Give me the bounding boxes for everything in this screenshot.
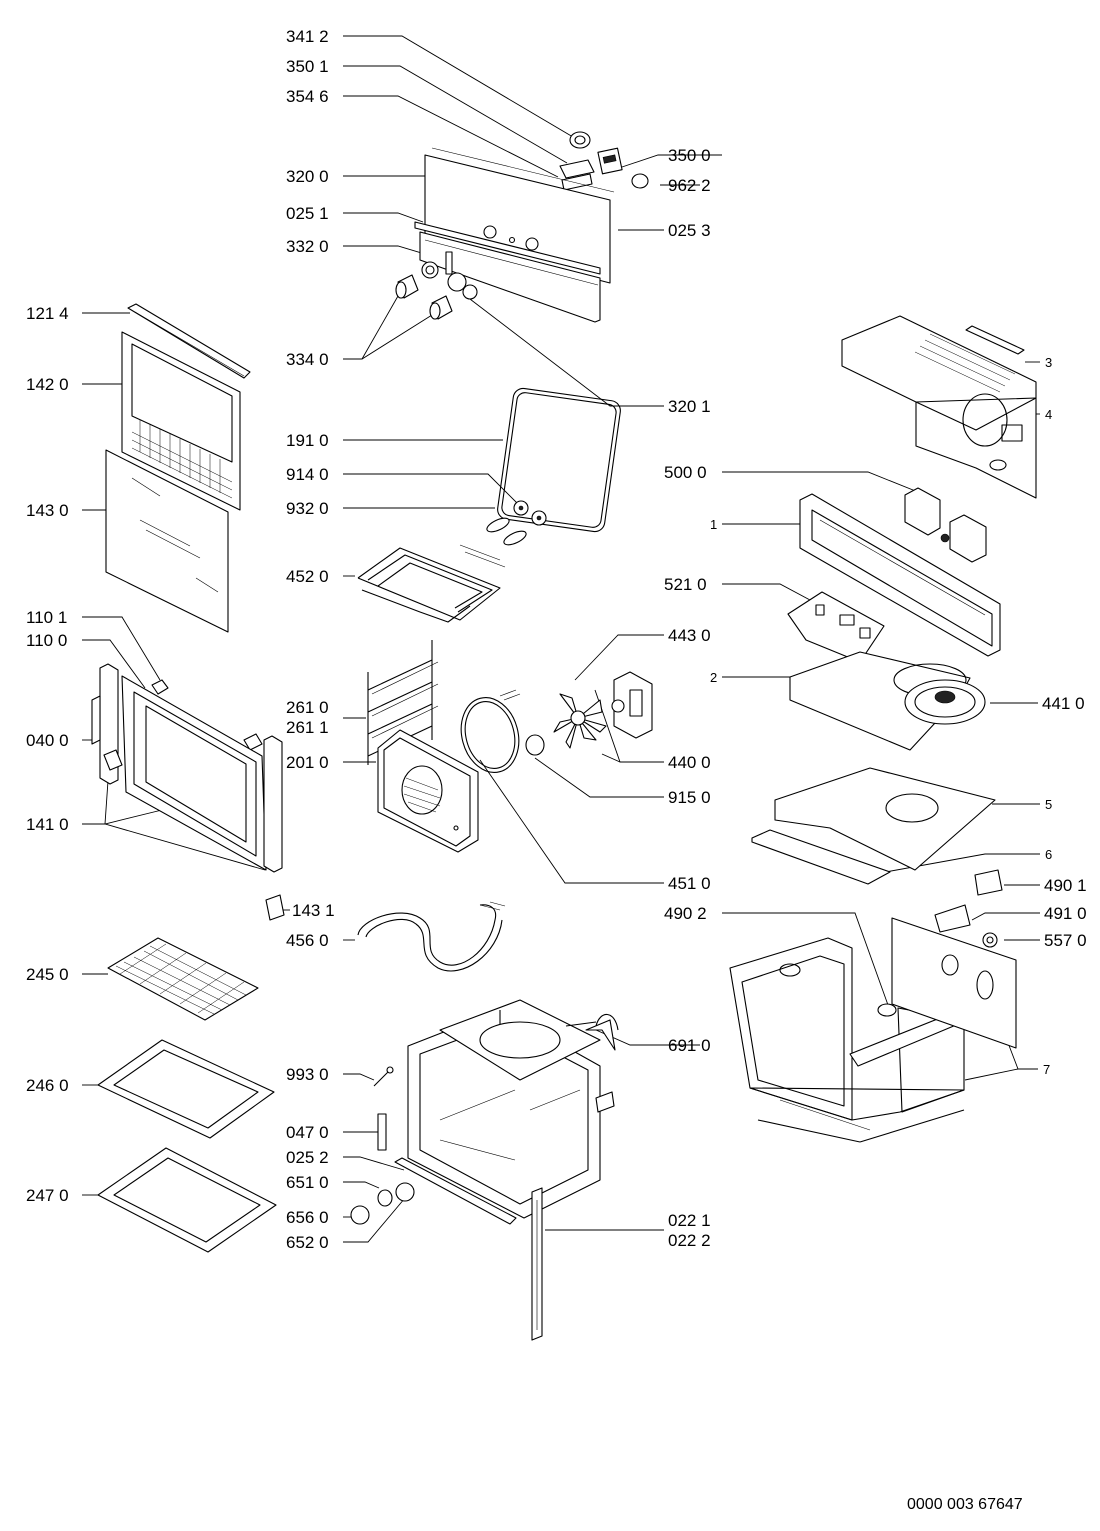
- label-350-1: 350 1: [286, 57, 329, 76]
- label-121-4: 121 4: [26, 304, 69, 323]
- label-callout-7: 7: [1043, 1062, 1050, 1077]
- label-490-2: 490 2: [664, 904, 707, 923]
- label-962-2: 962 2: [668, 176, 711, 195]
- label-142-0: 142 0: [26, 375, 69, 394]
- label-261-1: 261 1: [286, 718, 329, 737]
- part-wire-shelf: [107, 937, 259, 1021]
- parts: [91, 131, 1037, 1341]
- part-shallow-tray: [97, 1039, 275, 1139]
- label-110-0: 110 0: [26, 631, 67, 650]
- label-040-0: 040 0: [26, 731, 69, 750]
- part-outer-casing: [729, 917, 1017, 1143]
- label-691-0: 691 0: [668, 1036, 711, 1055]
- part-terminal-parts: [934, 869, 1003, 948]
- label-332-0: 332 0: [286, 237, 329, 256]
- part-door-outer-glass: [121, 331, 241, 511]
- part-fan-motor: [611, 671, 653, 739]
- part-knobs: [395, 251, 478, 320]
- label-246-0: 246 0: [26, 1076, 69, 1095]
- label-341-2: 341 2: [286, 27, 329, 46]
- part-top-housing: [841, 315, 1037, 499]
- part-oven-cavity: [394, 999, 619, 1225]
- part-door-seal: [497, 387, 621, 533]
- part-door-top-trim: [127, 303, 251, 379]
- part-control-panel: [414, 147, 615, 323]
- label-915-0: 915 0: [668, 788, 711, 807]
- label-110-1: 110 1: [26, 608, 67, 627]
- part-bottom-plate: [774, 767, 996, 871]
- label-490-1: 490 1: [1044, 876, 1087, 895]
- label-452-0: 452 0: [286, 567, 329, 586]
- part-ring-element: [460, 689, 545, 773]
- label-350-0: 350 0: [668, 146, 711, 165]
- label-443-0: 443 0: [668, 626, 711, 645]
- part-lower-element: [357, 901, 506, 972]
- part-front-panel: [751, 829, 891, 885]
- label-141-0: 141 0: [26, 815, 69, 834]
- label-440-0: 440 0: [668, 753, 711, 772]
- label-022-2: 022 2: [668, 1231, 711, 1250]
- part-circuit-board: [787, 591, 885, 663]
- label-521-0: 521 0: [664, 575, 707, 594]
- part-fan-plate: [789, 651, 986, 751]
- label-callout-3: 3: [1045, 355, 1052, 370]
- part-knob-ring: [569, 131, 591, 149]
- label-callout-2: 2: [710, 670, 717, 685]
- label-callout-6: 6: [1045, 847, 1052, 862]
- label-932-0: 932 0: [286, 499, 329, 518]
- label-261-0: 261 0: [286, 698, 329, 717]
- part-door-glass: [105, 449, 229, 633]
- label-456-0: 456 0: [286, 931, 329, 950]
- part-deep-tray: [97, 1147, 277, 1253]
- label-143-1: 143 1: [292, 901, 335, 920]
- label-914-0: 914 0: [286, 465, 329, 484]
- label-callout-1: 1: [710, 517, 717, 532]
- label-652-0: 652 0: [286, 1233, 329, 1252]
- label-334-0: 334 0: [286, 350, 329, 369]
- label-993-0: 993 0: [286, 1065, 329, 1084]
- label-441-0: 441 0: [1042, 694, 1085, 713]
- label-491-0: 491 0: [1044, 904, 1087, 923]
- part-switches: [904, 487, 987, 563]
- part-fascia-bracket: [799, 493, 1001, 657]
- part-fan-blade: [553, 693, 607, 749]
- label-025-3: 025 3: [668, 221, 711, 240]
- label-500-0: 500 0: [664, 463, 707, 482]
- document-number: 0000 003 67647: [907, 1496, 1023, 1513]
- part-fan-cover: [377, 729, 479, 853]
- label-143-0: 143 0: [26, 501, 69, 520]
- part-grill-element: [357, 544, 506, 623]
- part-display-module: [559, 147, 649, 191]
- part-small-fittings: [350, 1066, 415, 1225]
- part-labels: 341 2 350 1 354 6 350 0 962 2 320 0 025 …: [26, 27, 1087, 1252]
- part-lamp-holders: [486, 500, 547, 546]
- label-354-6: 354 6: [286, 87, 329, 106]
- label-201-0: 201 0: [286, 753, 329, 772]
- label-656-0: 656 0: [286, 1208, 329, 1227]
- label-320-0: 320 0: [286, 167, 329, 186]
- label-022-1: 022 1: [668, 1211, 711, 1230]
- label-callout-5: 5: [1045, 797, 1052, 812]
- part-side-runner: [531, 1187, 543, 1341]
- label-320-1: 320 1: [668, 397, 711, 416]
- label-047-0: 047 0: [286, 1123, 329, 1142]
- label-247-0: 247 0: [26, 1186, 69, 1205]
- label-191-0: 191 0: [286, 431, 329, 450]
- label-025-2: 025 2: [286, 1148, 329, 1167]
- label-451-0: 451 0: [668, 874, 711, 893]
- part-door-frame: [91, 663, 285, 921]
- label-245-0: 245 0: [26, 965, 69, 984]
- label-callout-4: 4: [1045, 407, 1052, 422]
- label-651-0: 651 0: [286, 1173, 329, 1192]
- label-025-1: 025 1: [286, 204, 329, 223]
- label-557-0: 557 0: [1044, 931, 1087, 950]
